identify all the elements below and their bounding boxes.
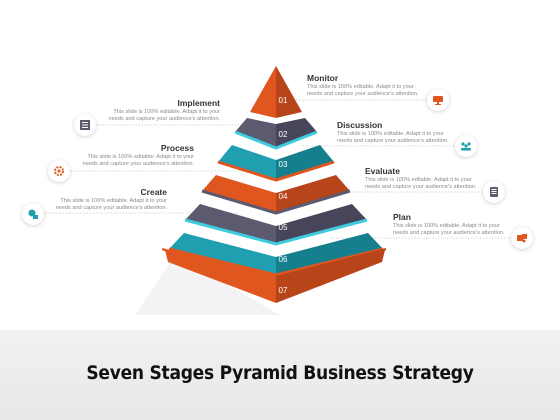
tier-07-front-right — [276, 250, 385, 303]
tier-07-front-left — [165, 250, 276, 303]
tier-03-left — [218, 145, 276, 180]
stage-label-implement: Implement — [177, 98, 220, 108]
team-discussion-icon — [455, 135, 477, 157]
stage-label-process: Process — [160, 143, 194, 153]
clipboard-icon — [483, 181, 505, 203]
monitor-icon — [427, 89, 449, 111]
tier-number-02: 02 — [279, 130, 288, 139]
pyramid-shadow — [135, 255, 280, 315]
stage-text-process: This slide is 100% editable. Adapt it to… — [82, 154, 194, 167]
connector-lines — [44, 99, 522, 239]
stage-text-implement: This slide is 100% editable. Adapt it to… — [108, 109, 220, 122]
stage-text-monitor: This slide is 100% editable. Adapt it to… — [307, 84, 419, 97]
tier-number-05: 05 — [279, 223, 288, 232]
tier-04-left — [202, 175, 276, 213]
tier-03-right — [276, 145, 334, 180]
plan-puzzle-icon — [511, 227, 533, 249]
implement-checklist-icon — [74, 114, 96, 136]
tier-05-right — [276, 204, 367, 244]
tier-number-07: 07 — [279, 286, 288, 295]
tier-01-left — [250, 66, 276, 118]
tier-04-right — [276, 175, 350, 213]
title-band — [0, 330, 560, 420]
tier-number-06: 06 — [279, 255, 288, 264]
stage-label-monitor: Monitor — [307, 73, 339, 83]
tier-06-left — [169, 233, 276, 275]
stage-text-discussion: This slide is 100% editable. Adapt it to… — [337, 131, 449, 144]
tier-02-right — [276, 118, 317, 148]
tier-number-03: 03 — [279, 160, 288, 169]
stage-text-evaluate: This slide is 100% editable. Adapt it to… — [365, 177, 477, 190]
tier-06-right — [276, 233, 383, 275]
tier-01-right — [276, 66, 302, 118]
stage-label-create: Create — [140, 187, 167, 197]
tier-05-left — [185, 204, 276, 244]
stage-label-plan: Plan — [393, 212, 411, 222]
slide-title: Seven Stages Pyramid Business Strategy — [86, 362, 474, 384]
stage-text-create: This slide is 100% editable. Adapt it to… — [55, 198, 167, 211]
tier-number-01: 01 — [279, 96, 288, 105]
create-idea-icon — [22, 203, 44, 225]
process-gear-icon — [48, 160, 70, 182]
stage-text-plan: This slide is 100% editable. Adapt it to… — [393, 223, 505, 236]
tier-number-04: 04 — [279, 192, 288, 201]
stage-label-discussion: Discussion — [337, 120, 383, 130]
stage-label-evaluate: Evaluate — [365, 166, 400, 176]
tier-02-left — [235, 118, 276, 148]
